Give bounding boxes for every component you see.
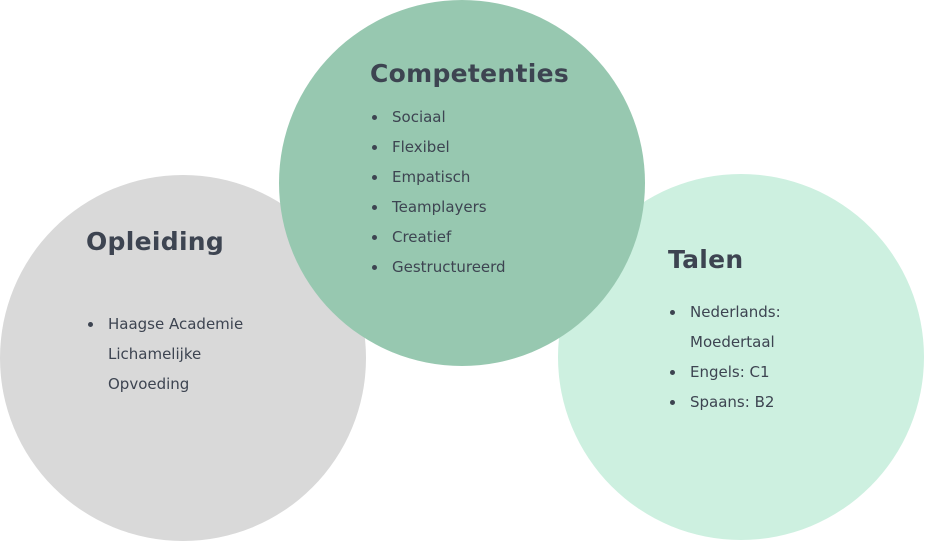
list-item: Sociaal — [370, 102, 569, 132]
opleiding-section: Opleiding Haagse Academie Lichamelijke O… — [86, 227, 266, 399]
competenties-title: Competenties — [370, 59, 570, 88]
talen-section: Talen Nederlands: Moedertaal Engels: C1 … — [668, 245, 798, 417]
list-item: Teamplayers — [370, 192, 569, 222]
list-item: Nederlands: Moedertaal — [668, 297, 798, 357]
list-item: Empatisch — [370, 162, 569, 192]
competenties-section: Competenties Sociaal Flexibel Empatisch … — [370, 59, 569, 282]
talen-title: Talen — [668, 245, 744, 274]
talen-list: Nederlands: Moedertaal Engels: C1 Spaans… — [668, 297, 798, 417]
list-item: Creatief — [370, 222, 569, 252]
list-item: Engels: C1 — [668, 357, 798, 387]
list-item: Spaans: B2 — [668, 387, 798, 417]
list-item: Gestructureerd — [370, 252, 569, 282]
opleiding-list: Haagse Academie Lichamelijke Opvoeding — [86, 309, 266, 399]
competenties-list: Sociaal Flexibel Empatisch Teamplayers C… — [370, 102, 569, 282]
competenties-circle — [279, 0, 645, 366]
opleiding-title: Opleiding — [86, 227, 225, 256]
list-item: Flexibel — [370, 132, 569, 162]
list-item: Haagse Academie Lichamelijke Opvoeding — [86, 309, 266, 399]
